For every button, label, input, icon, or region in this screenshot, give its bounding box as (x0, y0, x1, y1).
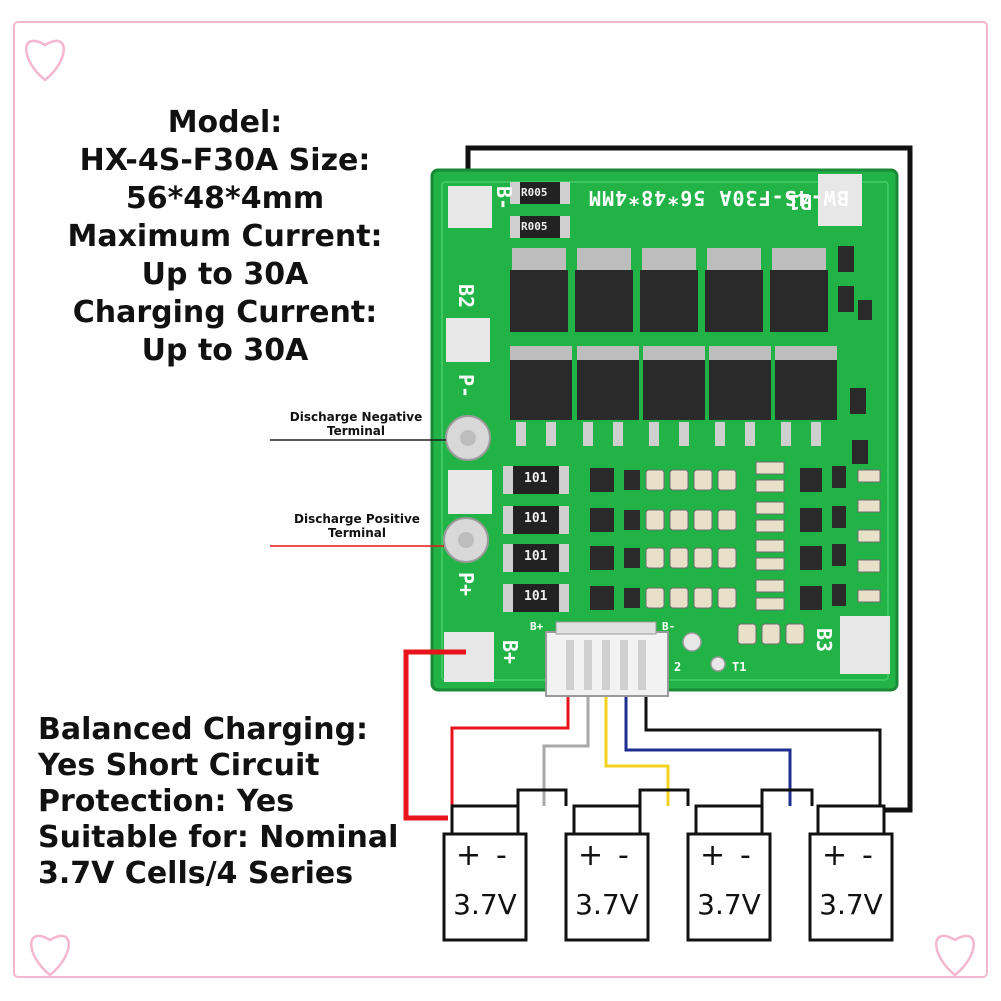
battery-cell (564, 804, 650, 942)
resistor-101: 101 (524, 549, 548, 564)
battery-1-voltage: 3.7V (453, 888, 517, 921)
pad-label-p-minus: P- (454, 373, 479, 399)
mosfet (577, 346, 639, 420)
pad-label-p-plus: P+ (454, 571, 479, 597)
pad-label-b-plus: B+ (498, 639, 523, 665)
pad-p-mid (448, 470, 492, 514)
spec-block: Model: HX-4S-F30A Size: 56*48*4mm Maximu… (40, 104, 410, 370)
battery-2-plus: + (578, 838, 604, 873)
wire-yellow (604, 690, 670, 806)
heart-icon (25, 39, 65, 82)
feature-suitable-for: Suitable for: Nominal (38, 820, 399, 855)
pad-b3 (840, 616, 890, 674)
balance-connector (545, 621, 669, 697)
mosfet (510, 248, 568, 332)
pcb-mark-2: 2 (674, 660, 682, 674)
spec-charging-current-label: Charging Current: (72, 295, 378, 330)
spec-dimensions: 56*48*4mm (125, 181, 325, 216)
connector-label-b-minus: B- (662, 620, 676, 633)
mosfet (640, 248, 698, 332)
spec-max-current-label: Maximum Current: (67, 219, 383, 254)
battery-4-minus: - (862, 838, 873, 873)
battery-1-plus: + (456, 838, 482, 873)
battery-2-voltage: 3.7V (575, 888, 639, 921)
balance-rows (503, 461, 881, 645)
battery-cell (442, 804, 528, 942)
battery-2-minus: - (618, 838, 629, 873)
mosfet (770, 248, 828, 332)
mosfet (575, 248, 633, 332)
decorative-frame (13, 21, 988, 978)
resistor-label: R005 (521, 220, 548, 233)
pcb-mark-t1: T1 (732, 660, 747, 674)
mosfet (775, 346, 837, 420)
resistor-101: 101 (524, 589, 548, 604)
mosfet-row-bottom (510, 346, 837, 420)
spec-max-current-value: Up to 30A (141, 257, 309, 292)
callout-discharge-positive: Discharge Positive Terminal (294, 512, 420, 540)
pad-label-b2: B2 (454, 283, 479, 309)
wire-blue (624, 690, 792, 806)
mosfet (643, 346, 705, 420)
pad-b1 (818, 174, 862, 226)
wire-gray (542, 690, 590, 806)
feature-protection: Protection: Yes (38, 784, 295, 819)
feature-block: Balanced Charging: Yes Short Circuit Pro… (38, 712, 430, 892)
heart-icon (30, 934, 70, 977)
wire-black-b-minus (465, 145, 913, 813)
spec-model-size: HX-4S-F30A Size: (79, 143, 371, 178)
battery-3-minus: - (740, 838, 751, 873)
wire-black-balance (644, 690, 882, 812)
heart-icon (935, 934, 975, 977)
wire-red (403, 649, 466, 821)
battery-4-plus: + (822, 838, 848, 873)
connector-label-b-plus: B+ (530, 620, 544, 633)
wire-red-balance (450, 690, 570, 818)
resistor-101: 101 (524, 511, 548, 526)
resistor-label: R005 (521, 186, 548, 199)
battery-cell (686, 804, 772, 942)
battery-3-plus: + (700, 838, 726, 873)
resistor-101: 101 (524, 471, 548, 486)
battery-4-voltage: 3.7V (819, 888, 883, 921)
pad-b-plus (444, 632, 494, 682)
battery-3-voltage: 3.7V (697, 888, 761, 921)
battery-cell (808, 804, 894, 942)
mosfet (709, 346, 771, 420)
spec-model-label: Model: (167, 105, 283, 140)
feature-short-circuit: Yes Short Circuit (38, 748, 320, 783)
mosfet (510, 346, 572, 420)
feature-balanced-charging: Balanced Charging: (38, 712, 369, 747)
spec-charging-current-value: Up to 30A (141, 333, 309, 368)
mosfet (705, 248, 763, 332)
pad-label-b-minus: B- (492, 185, 517, 211)
battery-1-minus: - (496, 838, 507, 873)
pad-label-b1: B1 (788, 190, 813, 214)
feature-cells: 3.7V Cells/4 Series (38, 856, 354, 891)
pad-b-minus (448, 186, 492, 228)
mosfet-row-top (510, 248, 828, 332)
callout-discharge-negative: Discharge Negative Terminal (289, 410, 423, 438)
pad-label-b3: B3 (812, 627, 837, 653)
pad-b2 (446, 318, 490, 362)
